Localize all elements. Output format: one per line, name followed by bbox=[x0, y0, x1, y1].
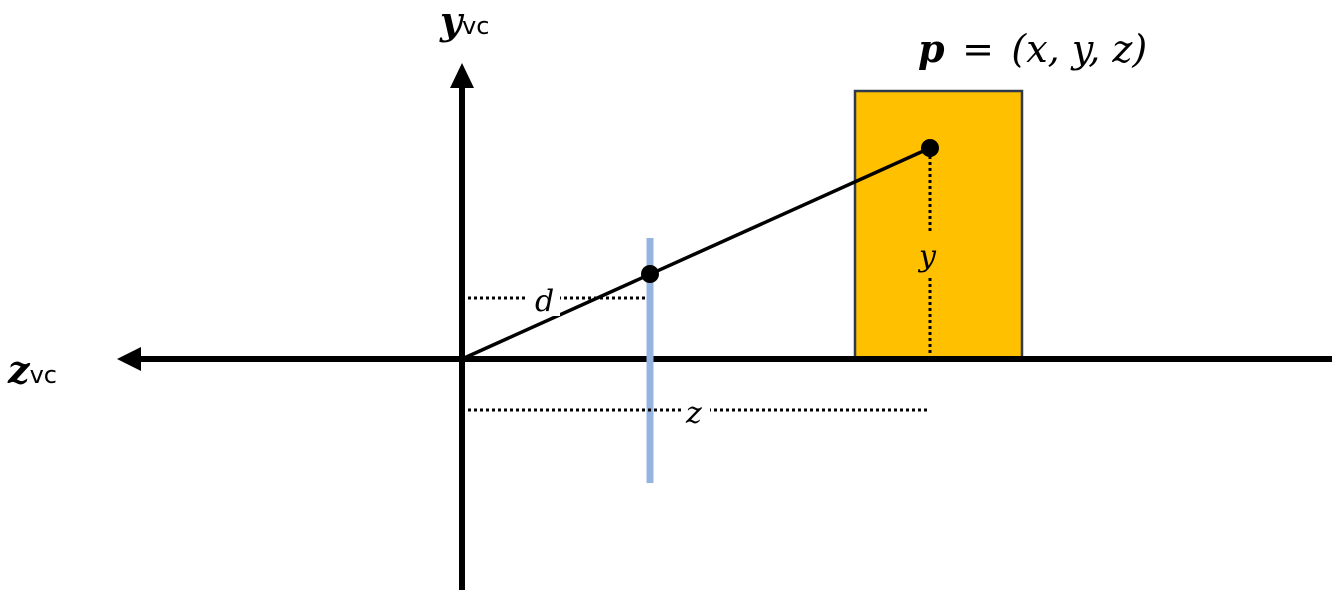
d-label-bg bbox=[528, 282, 560, 316]
point-label: p = (x, y, z) bbox=[918, 26, 1147, 71]
projection-ray bbox=[461, 146, 931, 361]
y-axis-label: yvc bbox=[439, 0, 490, 43]
object-box bbox=[853, 89, 1024, 361]
object-point bbox=[921, 139, 939, 157]
y-label: y bbox=[917, 239, 937, 274]
z-label: z bbox=[685, 396, 702, 431]
z-label-bg bbox=[682, 394, 710, 428]
z-axis-label: zvc bbox=[7, 347, 57, 392]
z-axis-arrowhead bbox=[117, 347, 141, 371]
y-axis-arrowhead bbox=[450, 63, 474, 88]
d-label: d bbox=[535, 284, 554, 319]
projected-point bbox=[641, 265, 659, 283]
